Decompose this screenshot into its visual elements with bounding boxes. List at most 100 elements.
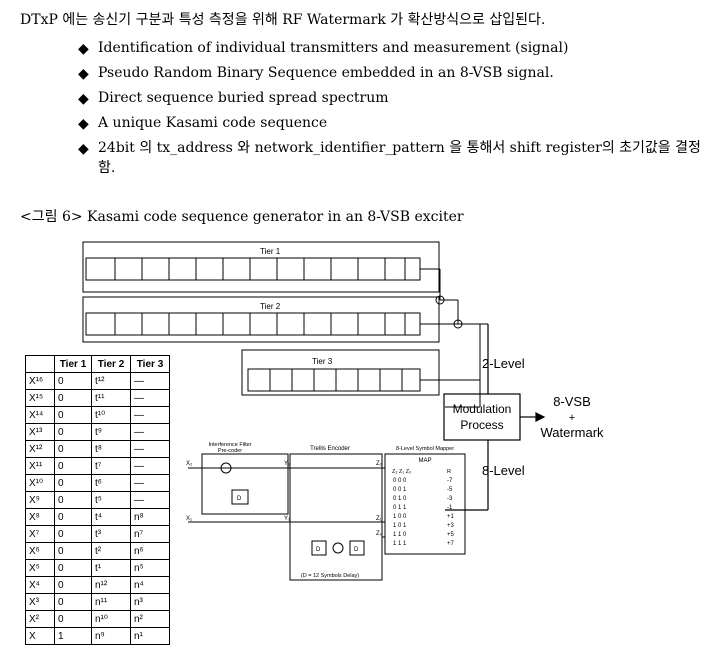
modulation-box [443,393,521,441]
table-cell: n¹ [130,627,170,645]
table-cell: X¹³ [25,423,55,441]
output-label-1: 8-VSB [553,394,591,409]
table-cell: X⁹ [25,491,55,509]
y1-label: Y₁ [284,516,290,522]
map-level: -5 [447,487,453,493]
tier1-frame [82,241,440,293]
table-cell: n¹² [91,576,131,594]
map-code: 0 0 1 [393,487,407,493]
bullet-item: ◆ A unique Kasami code sequence [78,113,718,138]
table-cell: 0 [54,372,92,390]
table-cell: n⁵ [130,559,170,577]
diamond-bullet-icon: ◆ [78,91,89,107]
precoder-label: Pre-coder [218,448,242,454]
table-cell: — [130,389,170,407]
table-cell: n⁸ [130,508,170,526]
map-level: -7 [447,478,453,484]
table-header-cell [25,355,55,373]
table-cell: X¹⁰ [25,474,55,492]
table-cell: — [130,457,170,475]
diamond-bullet-icon: ◆ [78,116,89,132]
table-cell: 0 [54,491,92,509]
map-level: +7 [447,541,455,547]
table-cell: X [25,627,55,645]
tier2-label: Tier 2 [260,302,281,311]
delay-d-label: D [316,547,321,553]
table-cell: X⁴ [25,576,55,594]
table-cell: — [130,406,170,424]
symbol-mapper-box [384,453,466,555]
table-cell: 0 [54,593,92,611]
output-label-2: + [569,412,575,424]
map-code: 0 0 0 [393,478,407,484]
intro-paragraph: DTxP 에는 송신기 구분과 특성 측정을 위해 RF Watermark 가… [20,12,546,28]
map-rows: 0 0 0-70 0 1-50 1 0-30 1 1-11 0 0+11 0 1… [393,478,455,547]
tier3-register [247,368,421,392]
table-header-cell: Tier 2 [91,355,131,373]
table-cell: 0 [54,525,92,543]
table-cell: 0 [54,423,92,441]
table-cell: X¹⁵ [25,389,55,407]
modulation-label-1: Modulation [453,402,512,416]
tier1-label: Tier 1 [260,247,281,256]
table-cell: X¹² [25,440,55,458]
table-cell: t⁵ [91,491,131,509]
map-level: -1 [447,505,453,511]
bullet-text: A unique Kasami code sequence [98,115,328,131]
table-cell: 0 [54,542,92,560]
precoder-box [201,453,289,515]
tier2-frame [82,296,440,343]
table-cell: n⁷ [130,525,170,543]
table-cell: 0 [54,576,92,594]
map-code: 0 1 1 [393,505,407,511]
table-cell: — [130,474,170,492]
table-cell: 0 [54,559,92,577]
map-header-r: R [447,469,451,475]
table-header-cell: Tier 3 [130,355,170,373]
table-cell: t³ [91,525,131,543]
table-cell: 0 [54,508,92,526]
delay-d-label: D [237,496,242,502]
bullet-text: Direct sequence buried spread spectrum [98,90,389,106]
bullet-item: ◆24bit 의 tx_address 와 network_identifier… [78,138,718,178]
table-cell: X¹⁶ [25,372,55,390]
map-header-z: Z₂ Z₁ Z₀ [392,469,411,475]
table-cell: 0 [54,440,92,458]
table-cell: n¹⁰ [91,610,131,628]
bullet-item: ◆Pseudo Random Binary Sequence embedded … [78,63,718,88]
z2-label: Z₂ [376,461,383,467]
bullet-text: Identification of individual transmitter… [98,40,569,56]
table-cell: n⁶ [130,542,170,560]
table-cell: X² [25,610,55,628]
map-code: 0 1 0 [393,496,407,502]
delay-d-label: D [354,547,359,553]
table-cell: X¹¹ [25,457,55,475]
table-header-cell: Tier 1 [54,355,92,373]
delay-note: (D = 12 Symbols Delay) [301,573,359,579]
trellis-encoder-label: Trellis Encoder [310,446,350,452]
kasami-diagram: 2-Level 8-Level Modulation Process 8-VSB… [82,241,604,581]
map-level: +5 [447,532,455,538]
table-cell: t¹⁰ [91,406,131,424]
map-code: 1 0 1 [393,523,407,529]
map-level: +3 [447,523,455,529]
bullet-text: 24bit 의 tx_address 와 network_identifier_… [98,140,701,176]
table-cell: t¹ [91,559,131,577]
map-label: MAP [418,458,431,464]
two-level-label: 2-Level [482,356,525,371]
table-cell: t⁷ [91,457,131,475]
map-level: +1 [447,514,455,520]
map-code: 1 1 1 [393,541,407,547]
x2-label: X₂ [186,461,193,467]
kasami-generator-figure: 2-Level 8-Level Modulation Process 8-VSB… [20,232,710,650]
table-cell: 0 [54,610,92,628]
